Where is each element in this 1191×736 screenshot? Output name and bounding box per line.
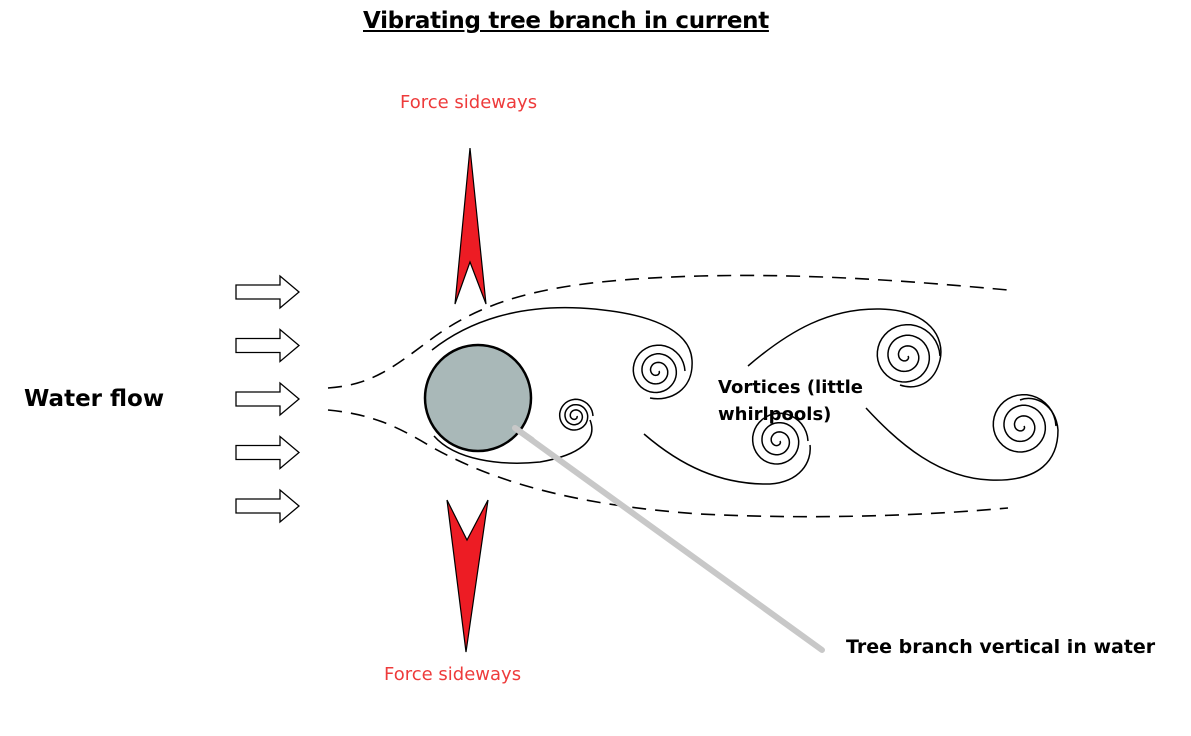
flow-arrow-icon [235,381,301,417]
upper-wake-curve [431,306,693,400]
vortex-spiral-icon [992,393,1057,453]
force-arrow-up-icon [454,147,487,305]
middle-wake-curve-1 [643,433,811,485]
upper-streamline [327,274,1009,389]
lower-wake-curve [433,419,593,464]
diagram-title: Vibrating tree branch in current [363,8,769,34]
flow-arrows [235,274,301,524]
branch-stick [512,425,825,653]
tree-branch-label: Tree branch vertical in water [846,636,1156,658]
lower-streamline [327,409,1009,518]
branch-stick-overlay [512,425,535,443]
flow-arrow-icon [235,274,301,310]
vortex-spirals [558,323,1057,465]
flow-arrow-icon [235,435,301,470]
flow-arrow-icon [235,328,301,363]
branch-cross-section [423,343,533,453]
vortex-spiral-icon [558,398,594,431]
vortex-spiral-icon [632,344,686,394]
water-flow-label: Water flow [24,386,165,412]
middle-wake-curve-2 [747,308,942,388]
force-arrow-down-icon [446,499,489,653]
vortex-spiral-icon [751,412,809,465]
force-sideways-bottom-label: Force sideways [384,664,522,685]
force-sideways-top-label: Force sideways [400,92,538,113]
vortex-spiral-icon [876,323,941,383]
flow-arrow-icon [235,488,301,524]
